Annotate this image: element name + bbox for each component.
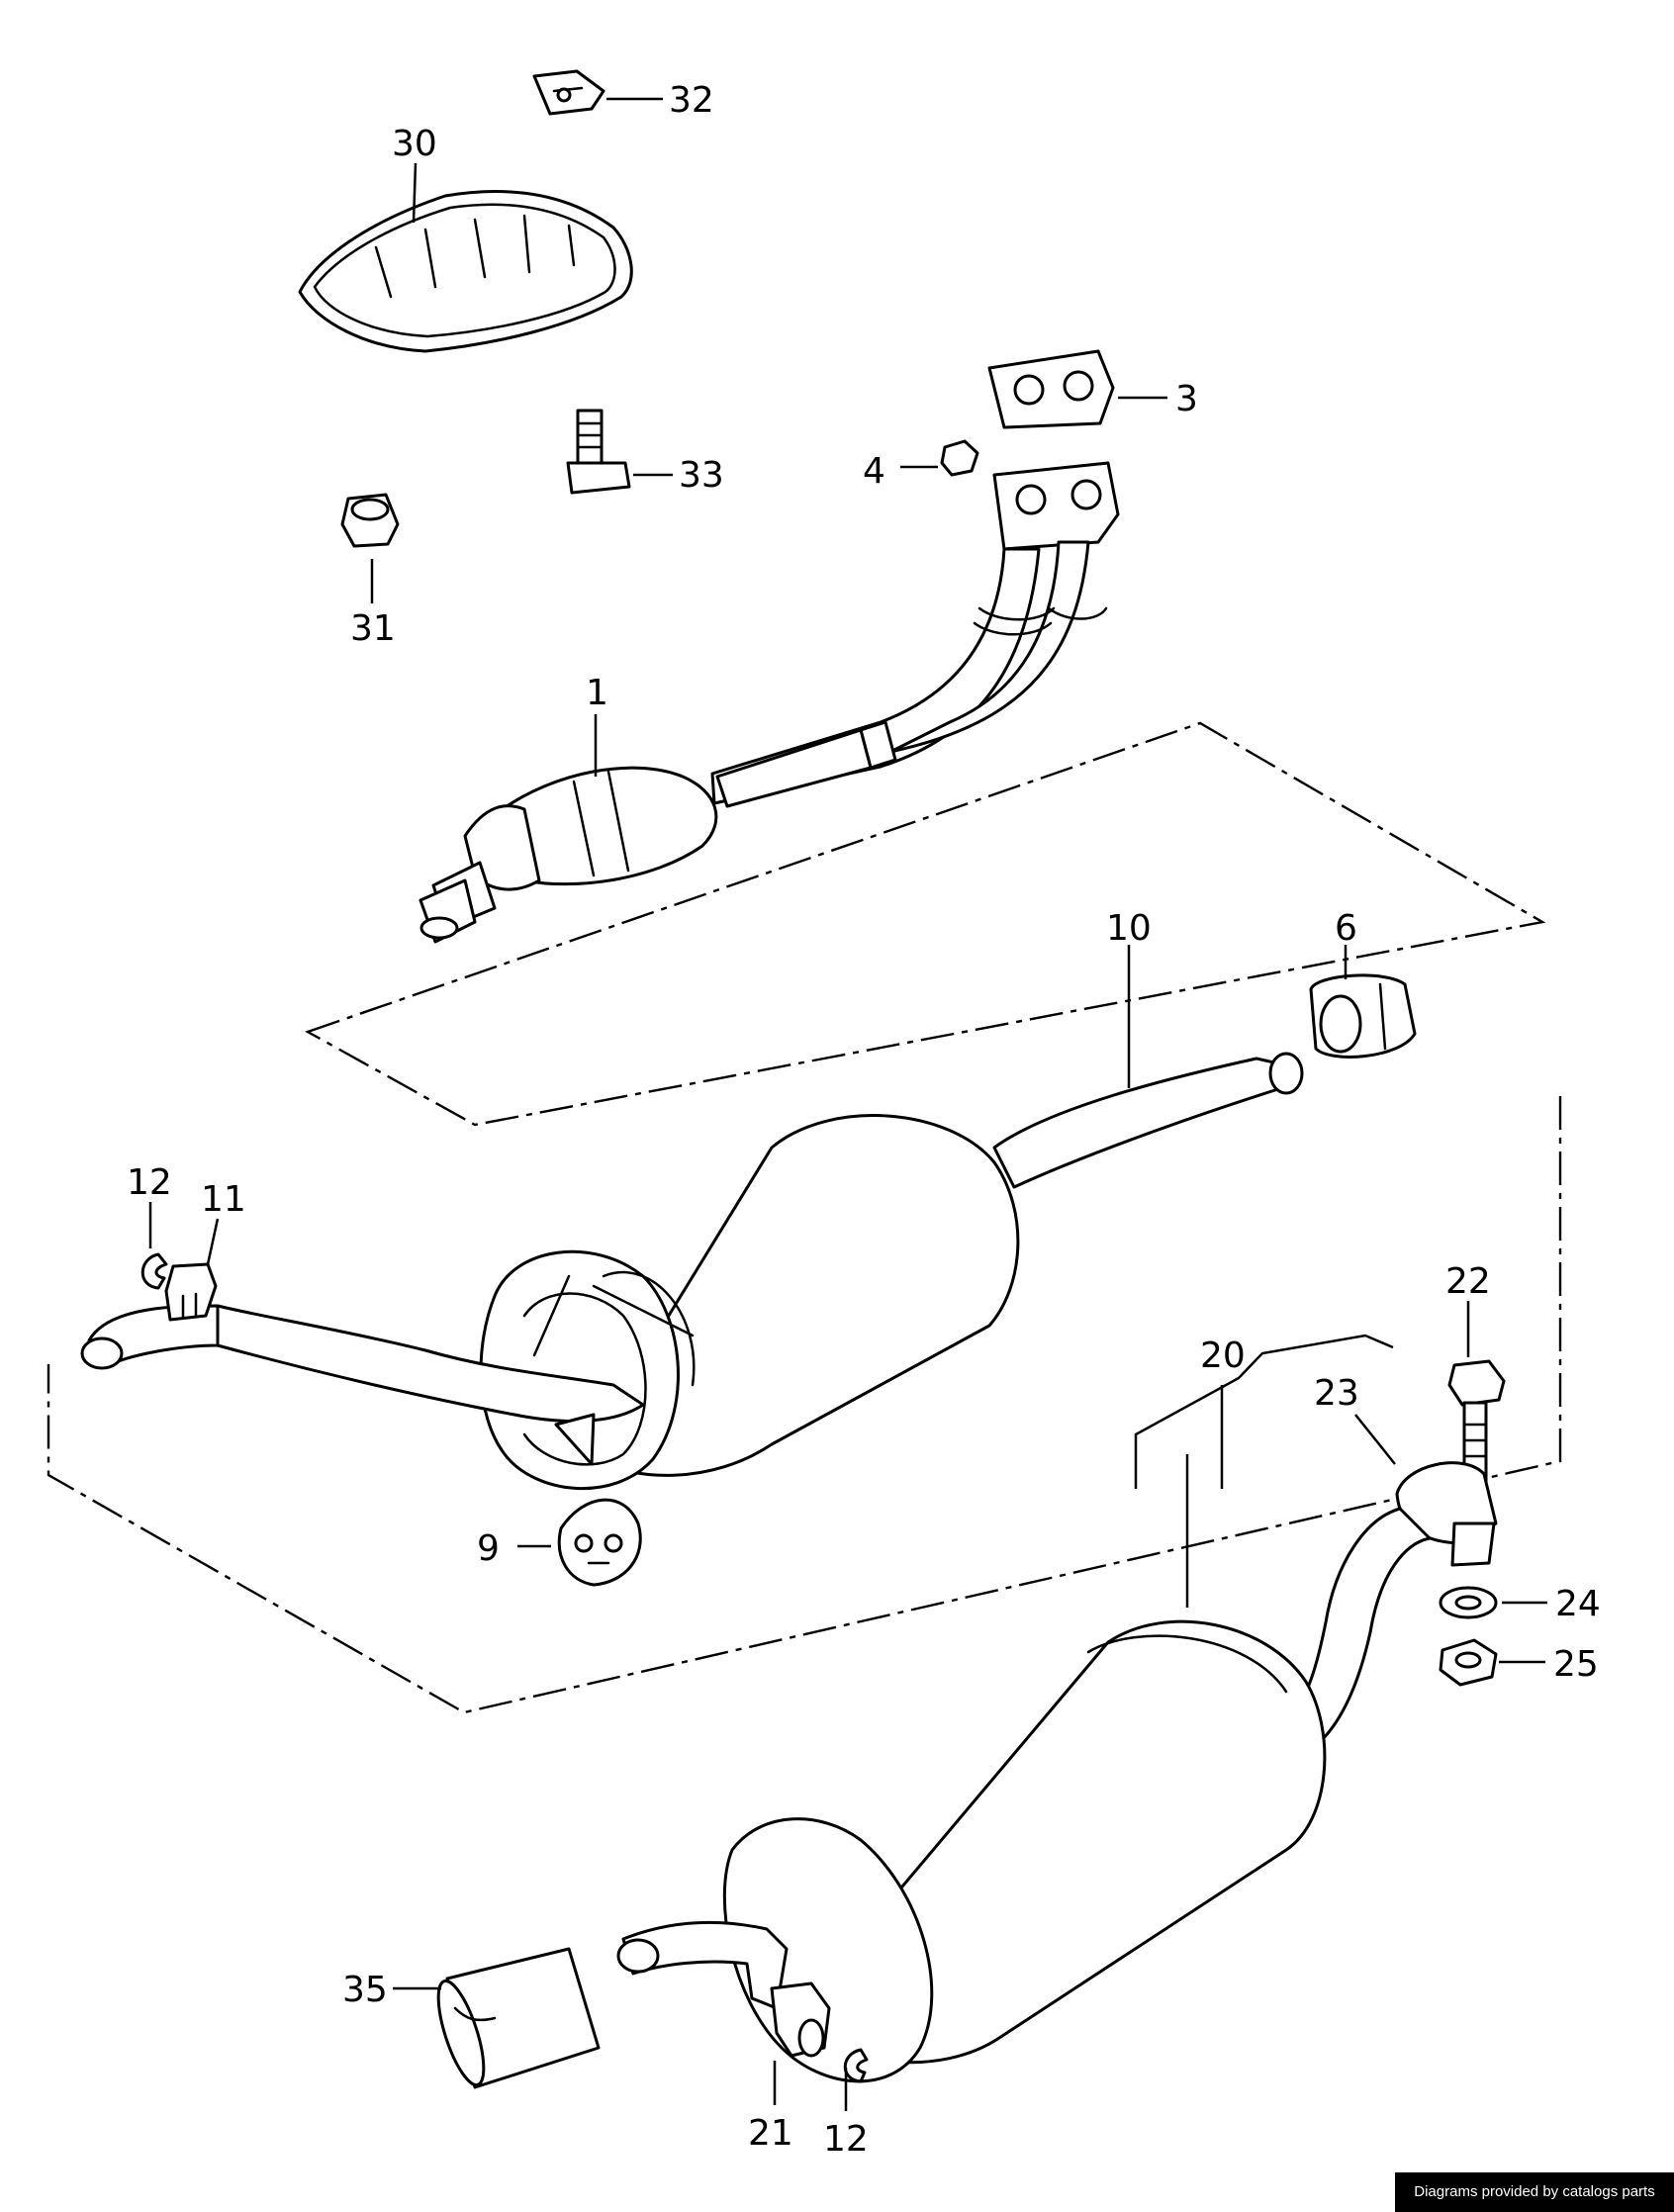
center-muffler-part bbox=[80, 1052, 1304, 1491]
callout-10: 10 bbox=[1106, 908, 1152, 949]
leader-lines bbox=[148, 97, 1547, 2111]
retaining-clip-lower-part bbox=[843, 2048, 869, 2083]
callout-24: 24 bbox=[1555, 1584, 1601, 1624]
front-pipe-catalytic-converter-part bbox=[418, 461, 1120, 944]
callout-labels: 32 30 3 33 4 31 1 10 6 12 11 22 20 23 24… bbox=[127, 80, 1601, 2160]
callout-21: 21 bbox=[748, 2113, 793, 2154]
rear-muffler-part bbox=[616, 1507, 1432, 2083]
callout-23: 23 bbox=[1314, 1373, 1359, 1414]
callout-12-upper: 12 bbox=[127, 1162, 172, 1203]
callout-4: 4 bbox=[863, 451, 885, 492]
retaining-clip-upper-part bbox=[140, 1252, 168, 1290]
callout-12-lower: 12 bbox=[823, 2119, 869, 2160]
bolt-part bbox=[566, 409, 631, 495]
flange-nut-part bbox=[340, 493, 400, 548]
nut-part bbox=[1439, 1638, 1498, 1687]
callout-22: 22 bbox=[1445, 1261, 1491, 1302]
rubber-mount-part bbox=[557, 1498, 642, 1587]
sleeve-part bbox=[436, 1947, 601, 2089]
clamp-part bbox=[1395, 1461, 1498, 1567]
clip-nut-part bbox=[532, 69, 605, 116]
callout-11: 11 bbox=[201, 1179, 246, 1220]
dashed-boundary-front bbox=[305, 721, 1546, 1127]
callout-6: 6 bbox=[1335, 908, 1357, 949]
callout-32: 32 bbox=[669, 80, 714, 121]
dashed-boundary-rear bbox=[46, 1096, 1562, 1714]
callout-3: 3 bbox=[1175, 379, 1198, 419]
washer-part bbox=[1439, 1586, 1498, 1619]
callout-35: 35 bbox=[342, 1970, 388, 2010]
gasket-part bbox=[987, 349, 1115, 429]
callout-20: 20 bbox=[1200, 1336, 1246, 1376]
small-nut-part bbox=[940, 439, 979, 477]
heat-shield-part bbox=[298, 189, 633, 353]
callout-33: 33 bbox=[679, 455, 724, 496]
callout-9: 9 bbox=[477, 1528, 500, 1569]
clamp-lower-part bbox=[770, 1982, 831, 2058]
callout-30: 30 bbox=[392, 124, 437, 164]
clamp-part bbox=[1309, 973, 1417, 1059]
callout-1: 1 bbox=[586, 673, 608, 713]
callout-31: 31 bbox=[350, 608, 396, 649]
credit-banner: Diagrams provided by catalogs parts bbox=[1395, 2172, 1674, 2212]
callout-25: 25 bbox=[1553, 1644, 1599, 1685]
clamp-upper-part bbox=[164, 1262, 218, 1322]
